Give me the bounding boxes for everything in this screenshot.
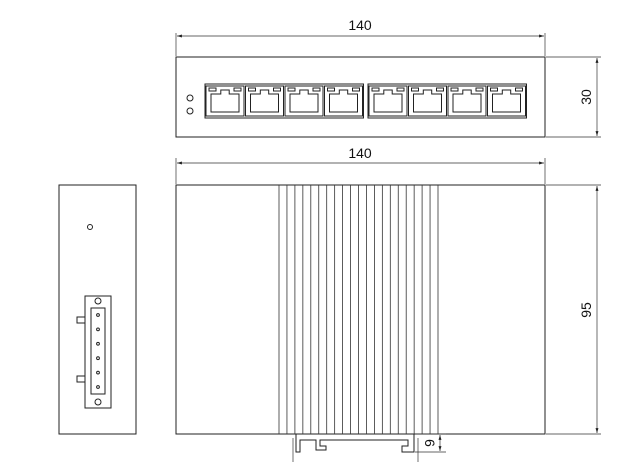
led-group [186, 94, 194, 115]
rj45-port [245, 85, 284, 117]
terminal-pin [96, 356, 100, 361]
rj45-port [408, 85, 447, 117]
rj45-port [205, 85, 245, 117]
din-rail-clip [292, 434, 419, 462]
terminal-housing [84, 295, 112, 409]
led-indicator [186, 94, 194, 102]
dimension-front-height: 95 [546, 184, 601, 435]
dimension-top-width: 140 [175, 17, 546, 56]
front-width-label: 140 [348, 145, 372, 161]
rj45-port [284, 85, 324, 117]
terminal-pin [96, 370, 100, 375]
terminal-screw-top [94, 297, 102, 305]
top-view-outline [175, 56, 546, 138]
port-group-frame [367, 83, 527, 119]
top-width-label: 140 [348, 17, 372, 33]
terminal-latch-top [76, 316, 86, 324]
cooling-fin-group [278, 185, 439, 434]
front-view [175, 184, 546, 435]
terminal-body [90, 307, 106, 395]
side-view-outline [58, 184, 137, 435]
top-view [175, 56, 546, 138]
dimension-top-height: 30 [546, 56, 601, 138]
terminal-latch-bottom [76, 375, 86, 383]
led-indicator [186, 107, 194, 115]
terminal-pin [96, 327, 100, 332]
power-terminal-block [76, 295, 112, 409]
rj45-port [447, 85, 487, 117]
din-depth-label: 9 [422, 439, 438, 447]
rj45-port-group [204, 83, 527, 119]
rj45-port [368, 85, 408, 117]
terminal-pin-group [96, 313, 100, 389]
terminal-pin [96, 385, 100, 389]
front-height-label: 95 [578, 302, 594, 318]
side-view [58, 184, 137, 435]
side-led [87, 224, 93, 230]
dimension-din-depth: 9 [415, 433, 446, 453]
rj45-port [487, 85, 526, 117]
rj45-port [324, 85, 363, 117]
dimension-front-width: 140 [175, 145, 546, 184]
top-height-label: 30 [578, 89, 594, 105]
port-group-frame [204, 83, 364, 119]
terminal-pin [96, 313, 100, 317]
front-view-outline [175, 184, 546, 435]
terminal-pin [96, 341, 100, 346]
terminal-screw-bottom [94, 398, 102, 406]
